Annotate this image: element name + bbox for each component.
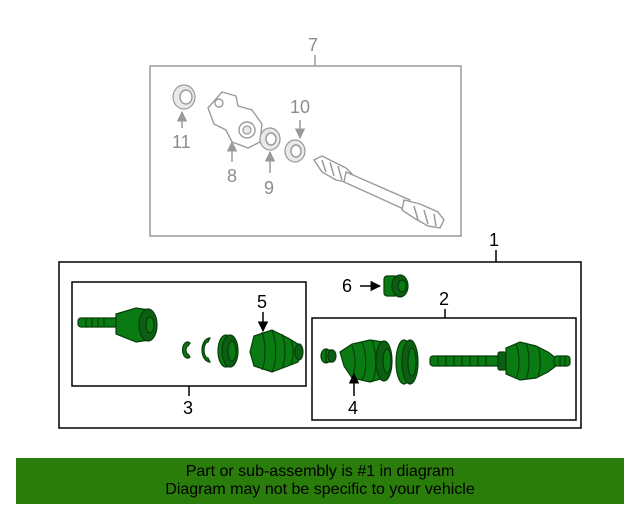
intermediate-shaft [312,155,445,229]
reference-assembly-frame [149,65,462,237]
snap-ring[interactable] [182,341,191,359]
footer-banner: Part or sub-assembly is #1 in diagram Di… [16,458,624,504]
bracket-part-8[interactable] [207,91,263,149]
end-cap[interactable] [320,348,337,364]
shaft-assembly-2[interactable]: 2 4 [311,289,577,421]
callout-6[interactable]: 6 [342,276,352,296]
callout-4[interactable]: 4 [348,398,358,418]
callout-7[interactable]: 7 [308,35,318,55]
bearing-part-9[interactable] [259,127,281,151]
callout-10[interactable]: 10 [290,97,310,117]
callout-5[interactable]: 5 [257,292,267,312]
ring-part-10[interactable] [284,139,306,163]
boot-part-5[interactable] [249,329,304,373]
damper-part-6[interactable] [383,274,409,298]
callout-3[interactable]: 3 [183,398,193,418]
joint-kit-3[interactable]: 3 [71,281,307,418]
boot-part-4[interactable] [339,339,393,383]
half-shaft[interactable] [429,351,507,371]
callout-8[interactable]: 8 [227,166,237,186]
callout-2[interactable]: 2 [439,289,449,309]
axle-assembly-frame [58,261,582,429]
reference-assembly-7: 7 11 8 9 10 [149,35,462,237]
outboard-boot[interactable] [505,341,571,381]
boot-clamp[interactable] [217,334,239,368]
axle-assembly-1[interactable]: 1 6 3 [58,230,582,429]
callout-11[interactable]: 11 [172,132,191,152]
seal-part-11[interactable] [172,84,196,110]
shaft-assembly-frame [311,317,577,421]
banner-line-2: Diagram may not be specific to your vehi… [165,481,475,498]
callout-1[interactable]: 1 [489,230,499,250]
inner-joint-cup[interactable] [395,339,419,385]
parts-diagram: 7 11 8 9 10 [58,35,582,429]
outer-cv-joint[interactable] [77,307,158,343]
banner-line-1: Part or sub-assembly is #1 in diagram [185,463,455,480]
retaining-clip[interactable] [201,337,211,363]
callout-9[interactable]: 9 [264,178,274,198]
